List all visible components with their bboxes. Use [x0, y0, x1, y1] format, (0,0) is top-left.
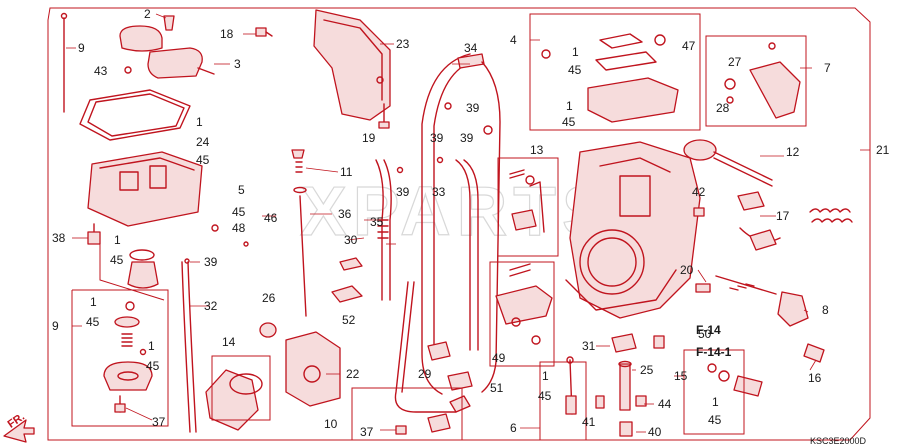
callout-labels: 9 43 2 3 18 1 24 45 5 45 48 46 39 38 1 4… — [52, 7, 890, 439]
reference-code: KSC3E2000D — [810, 436, 867, 446]
callout-12: 12 — [786, 145, 800, 159]
callout-50: 50 — [698, 327, 712, 341]
callout-33: 33 — [432, 185, 446, 199]
callout-35: 35 — [370, 215, 384, 229]
callout-5: 5 — [238, 183, 245, 197]
callout-10: 10 — [324, 417, 338, 431]
callout-45-pilot: 45 — [538, 389, 552, 403]
callout-34: 34 — [464, 41, 478, 55]
callout-7: 7 — [824, 61, 831, 75]
callout-11: 11 — [340, 165, 353, 179]
callout-39-needle: 39 — [396, 185, 410, 199]
callout-22: 22 — [346, 367, 360, 381]
callout-1-pilot: 1 — [542, 369, 549, 383]
callout-4: 4 — [510, 33, 517, 47]
callout-32: 32 — [204, 299, 218, 313]
callout-46: 46 — [264, 211, 278, 225]
group-boxes — [71, 13, 807, 441]
callout-45-left: 45 — [232, 205, 246, 219]
callout-24: 24 — [196, 135, 210, 149]
callout-15: 15 — [674, 369, 688, 383]
callout-45-bowl: 45 — [110, 253, 124, 267]
callout-52: 52 — [342, 313, 356, 327]
callout-42: 42 — [692, 185, 706, 199]
callout-13: 13 — [530, 143, 544, 157]
callout-37-bottom: 37 — [360, 425, 374, 439]
callout-9-top: 9 — [78, 41, 85, 55]
callout-23: 23 — [396, 37, 410, 51]
callout-1-lower: 1 — [90, 295, 97, 309]
callout-1-pump-box: 1 — [572, 45, 579, 59]
callout-45-pump: 45 — [146, 359, 160, 373]
callout-28: 28 — [716, 101, 730, 115]
callout-9-lower: 9 — [52, 319, 59, 333]
callout-1-pump: 1 — [148, 339, 155, 353]
callout-25: 25 — [640, 363, 654, 377]
callout-1-pump-lower: 1 — [566, 99, 573, 113]
diagram-frame — [47, 7, 871, 441]
callout-47: 47 — [682, 39, 696, 53]
callout-31: 31 — [582, 339, 596, 353]
callout-45-lower: 45 — [86, 315, 100, 329]
callout-44: 44 — [658, 397, 672, 411]
callout-45-float: 45 — [196, 153, 210, 167]
callout-38: 38 — [52, 231, 66, 245]
figure-label-f14-1: F-14-1 — [696, 345, 732, 359]
callout-27: 27 — [728, 55, 742, 69]
callout-48: 48 — [232, 221, 246, 235]
callout-51: 51 — [490, 381, 504, 395]
callout-39-cable-right: 39 — [460, 131, 474, 145]
parts-illustration — [3, 9, 853, 443]
callout-19: 19 — [362, 131, 376, 145]
callout-36: 36 — [338, 207, 352, 221]
callout-1-bowl: 1 — [114, 233, 121, 247]
callout-45-pump-lower: 45 — [562, 115, 576, 129]
callout-18: 18 — [220, 27, 234, 41]
leader-lines — [66, 13, 870, 433]
callout-6: 6 — [510, 421, 517, 435]
callout-37-left: 37 — [152, 415, 166, 429]
callout-16: 16 — [808, 371, 822, 385]
callout-21: 21 — [876, 143, 890, 157]
callout-3: 3 — [234, 57, 241, 71]
callout-1-float-gasket: 1 — [196, 115, 203, 129]
callout-49: 49 — [492, 351, 506, 365]
callout-1-valve: 1 — [712, 395, 719, 409]
callout-14: 14 — [222, 335, 236, 349]
callout-2: 2 — [144, 7, 151, 21]
figure-label-f14: F-14 — [696, 323, 721, 337]
callout-20: 20 — [680, 263, 694, 277]
callout-30: 30 — [344, 233, 358, 247]
callout-43: 43 — [94, 64, 108, 78]
callout-26: 26 — [262, 291, 276, 305]
callout-45-valve: 45 — [708, 413, 722, 427]
callout-41: 41 — [582, 415, 596, 429]
callout-45-pump-box: 45 — [568, 63, 582, 77]
callout-39-hose: 39 — [204, 255, 218, 269]
callout-39-cable-mid: 39 — [430, 131, 444, 145]
callout-40: 40 — [648, 425, 662, 439]
callout-39-cable-upper: 39 — [466, 101, 480, 115]
callout-29: 29 — [418, 367, 432, 381]
callout-8: 8 — [822, 303, 829, 317]
callout-17: 17 — [776, 209, 790, 223]
